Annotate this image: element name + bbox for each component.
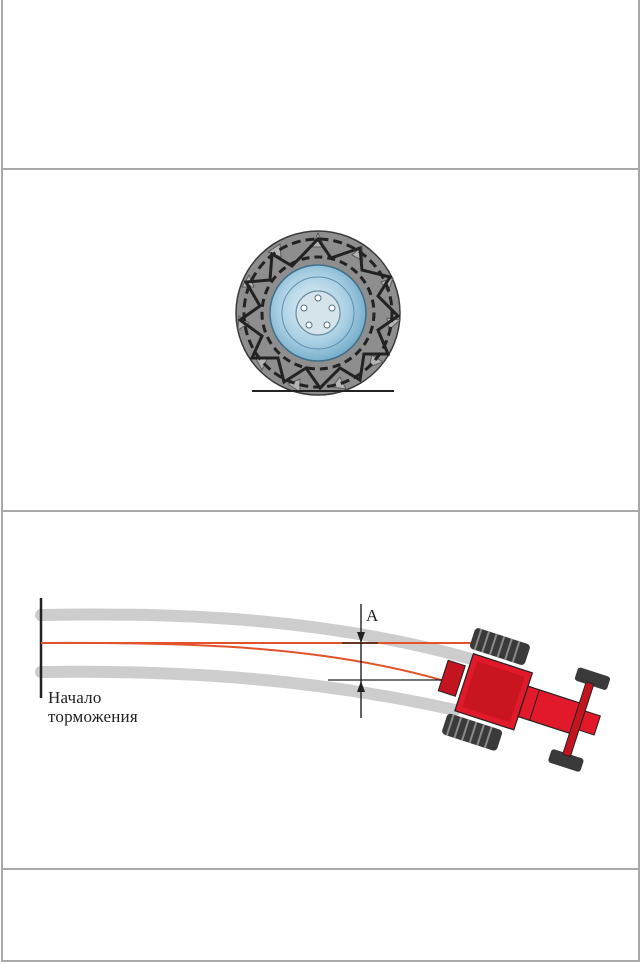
actual-path-line xyxy=(40,641,449,683)
wheel-bolts xyxy=(300,294,336,329)
dimension-label: A xyxy=(366,606,379,625)
track-lower xyxy=(35,665,461,716)
braking-trajectory-diagram: A xyxy=(35,598,611,772)
chain-icon xyxy=(237,236,401,391)
braking-start-label-line2: торможения xyxy=(48,707,138,726)
tractor-icon xyxy=(437,628,611,772)
tire-chain-illustration xyxy=(235,230,402,396)
section-divider-2 xyxy=(1,510,640,512)
arrow-down-icon xyxy=(357,632,365,643)
section-divider-3 xyxy=(1,868,640,870)
section-divider-1 xyxy=(1,168,640,170)
braking-start-label-line1: Начало xyxy=(48,688,102,707)
track-upper xyxy=(35,608,474,664)
arrow-up-icon xyxy=(357,681,365,692)
braking-start-label: Начало торможения xyxy=(48,688,138,726)
